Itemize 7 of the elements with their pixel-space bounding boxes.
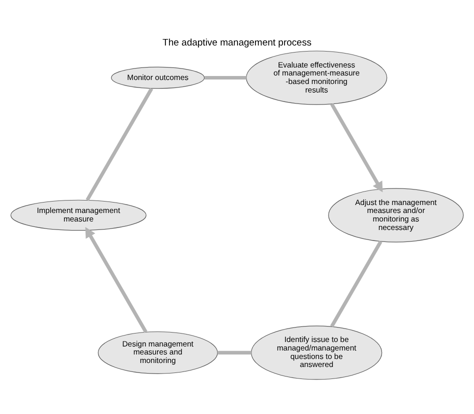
diagram-title: The adaptive management process xyxy=(162,36,312,48)
connector xyxy=(204,75,246,80)
arrow xyxy=(330,102,383,192)
connector xyxy=(218,350,252,354)
connector xyxy=(330,240,382,327)
connector xyxy=(86,87,154,200)
arrow xyxy=(85,226,148,332)
